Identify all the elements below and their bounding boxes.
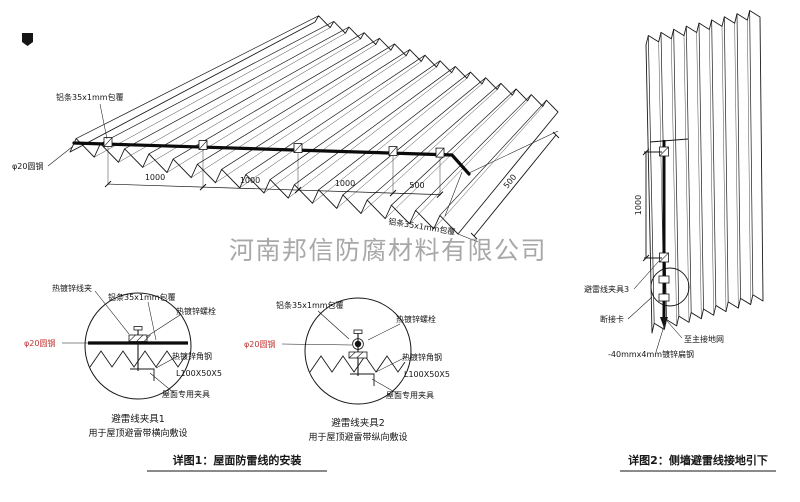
wall-clamp-hatch [659, 146, 669, 263]
label-wire-clip: 热镀锌线夹 [52, 283, 92, 293]
company-watermark: 河南邦信防腐材料有限公司 [229, 236, 548, 265]
label-to-ground: 至主接地网 [684, 334, 724, 344]
bolt-nut [353, 329, 363, 334]
detail-1-subtitle: 用于屋顶避雷带横向敷设 [88, 427, 187, 439]
roof-isometric-view: 1000 1000 1000 500 500 铝条35x1mm包覆 φ20圆钢 … [12, 15, 560, 243]
detail-2-leader-lines [281, 310, 407, 395]
slope-dim-line [470, 131, 560, 240]
wall-dim-label: 1000 [634, 195, 643, 215]
angle-steel-section [350, 373, 375, 386]
label-round-steel: φ20圆钢 [24, 338, 55, 348]
roof-leader-lines [47, 103, 463, 217]
detail-1-leader-lines [62, 290, 181, 394]
disconnect-plate-lower [658, 293, 670, 302]
dim-ticks [104, 180, 444, 198]
corner-stamp-mark [22, 33, 33, 46]
label-roof-clamp: 屋面专用夹具 [162, 389, 210, 399]
dim-extension-lines [107, 147, 441, 196]
wall-down-conductor-view: 1000 避雷线夹具3 断接卡 至主接地网 -40mmx4mm镀锌扁钢 [584, 10, 764, 359]
bolt-nut [133, 326, 143, 331]
label-bolt: 热镀锌螺栓 [396, 314, 436, 324]
slope-dim-extension-lines [457, 130, 559, 243]
label-clamp-3: 避雷线夹具3 [584, 284, 629, 294]
detail-circle-2: 铝条35x1mm包覆 热镀锌螺栓 φ20圆钢 热镀锌角钢 L100X50X5 屋… [244, 297, 450, 443]
clip-hatch [128, 334, 151, 342]
valley-lines [658, 20, 751, 330]
detail-circle-1: 热镀锌线夹 铝条35x1mm包覆 热镀锌螺栓 φ20圆钢 热镀锌角钢 L100X… [24, 283, 222, 439]
label-roof-clamp: 屋面专用夹具 [386, 390, 434, 400]
disconnect-detail-circle [650, 267, 690, 307]
label-angle-steel: 热镀锌角钢 [172, 351, 212, 361]
detail-2-subtitle: 用于屋顶避雷带纵向敷设 [308, 431, 407, 443]
label-angle-size: L100X50X5 [404, 370, 450, 379]
valley-lines [94, 27, 543, 230]
clip-hatch [348, 351, 364, 359]
caption-detail-2: 详图2：侧墙避雷线接地引下 [628, 453, 768, 467]
corrugated-roof-sheet [69, 15, 559, 235]
clip-plate [128, 334, 148, 342]
ground-arrow [660, 317, 668, 328]
caption-detail-1: 详图1：屋面防雷线的安装 [173, 453, 302, 467]
label-round-steel: φ20圆钢 [12, 161, 43, 171]
roof-edge-belt-line [649, 138, 689, 143]
label-alu-strip-top: 铝条35x1mm包覆 [56, 92, 124, 102]
label-alu-strip: 铝条35x1mm包覆 [276, 300, 344, 310]
label-angle-size: L100X50X5 [176, 369, 222, 378]
label-angle-steel: 热镀锌角钢 [402, 352, 442, 362]
dim-label-500: 500 [409, 181, 424, 190]
dim-label-1000: 1000 [335, 179, 355, 188]
dim-chain-line [107, 183, 441, 195]
label-alu-strip: 铝条35x1mm包覆 [108, 292, 176, 302]
dim-label-1000: 1000 [240, 176, 260, 185]
label-flat-steel: -40mmx4mm镀锌扁钢 [608, 349, 694, 359]
label-disconnect: 断接卡 [600, 314, 624, 324]
wall-leader-lines [627, 260, 683, 353]
wire-clamps-and-dim-chain [103, 137, 445, 198]
corrugated-wall-sheet [645, 10, 764, 334]
dim-label-1000: 1000 [145, 173, 165, 182]
angle-steel-section [130, 368, 155, 381]
clamp-hatch [103, 137, 445, 158]
clip-plate [348, 351, 368, 359]
detail-2-title: 避雷线夹具2 [331, 417, 385, 429]
label-round-steel: φ20圆钢 [244, 339, 275, 349]
sheet-silhouette [69, 15, 559, 235]
wall-dim-lines [642, 148, 662, 262]
ridge-lines [75, 15, 547, 216]
label-bolt: 热镀锌螺栓 [176, 306, 216, 316]
disconnect-plate-upper [658, 275, 670, 284]
detail-1-title: 避雷线夹具1 [111, 413, 165, 425]
